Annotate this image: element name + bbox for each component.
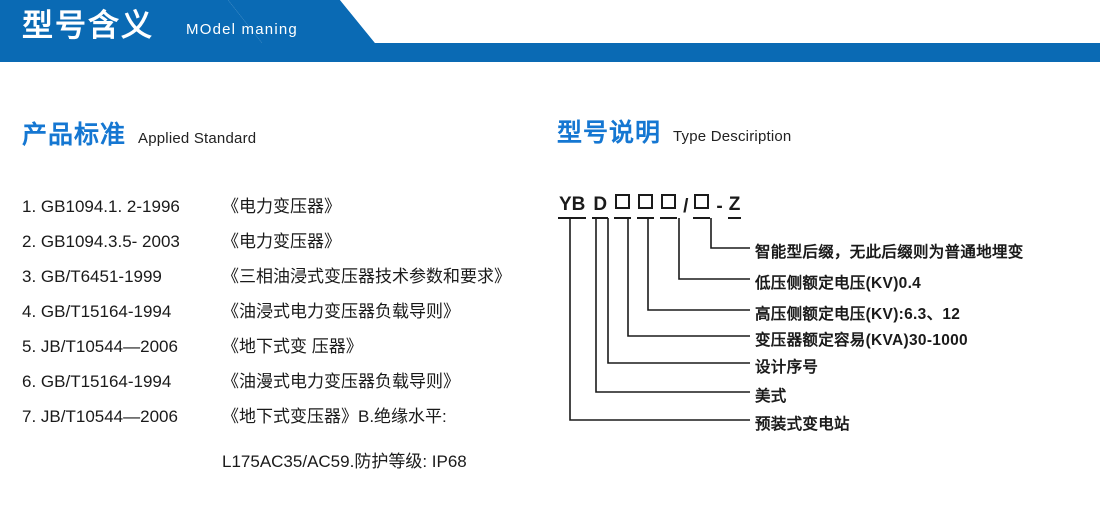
leader-line-yb [569,218,750,421]
section-heading-cn: 型号说明 [557,119,662,147]
standard-code: 1. GB1094.1. 2-1996 [22,197,180,216]
standard-title: 《三相油浸式变压器技术参数和要求》 [222,267,511,286]
leader-line-d [595,218,750,393]
standard-title: 《油漫式电力变压器负载导则》 [222,372,460,391]
section-heading-type-description: 型号说明 Type Desciription [557,113,791,149]
section-heading-en: Applied Standard [138,130,257,147]
code-segment-square-1 [614,194,632,219]
model-label-square-2: 变压器额定容易(KVA)30-1000 [755,332,968,349]
banner-title-en: MOdel maning [186,21,298,38]
leader-line-square-4 [678,218,750,280]
model-label-square-1: 设计序号 [755,359,819,376]
standards-list: 1. GB1094.1. 2-1996 《电力变压器》 2. GB1094.3.… [22,192,542,437]
standards-list-item: 3. GB/T6451-1999 《三相油浸式变压器技术参数和要求》 [22,262,542,297]
code-segment-d: D [592,195,609,219]
leader-line-square-2 [627,218,750,337]
code-separator-slash: / [683,196,689,217]
standards-list-item: 6. GB/T15164-1994 《油漫式电力变压器负载导则》 [22,367,542,402]
code-segment-square-4 [693,194,711,219]
code-segment-square-3 [660,194,678,219]
standards-list-item: 5. JB/T10544—2006 《地下式变 压器》 [22,332,542,367]
standard-title: 《地下式变 压器》 [222,337,363,356]
code-separator-dash: - [716,196,723,217]
standards-list-item: 2. GB1094.3.5- 2003 《电力变压器》 [22,227,542,262]
model-label-z: 智能型后缀，无此后缀则为普通地埋变 [755,244,1024,261]
model-code-string: YB D / - Z [558,194,747,219]
standard-title: 《油浸式电力变压器负载导则》 [222,302,460,321]
code-segment-z: Z [727,195,742,219]
leader-line-square-1 [607,218,750,364]
standard-code: 4. GB/T15164-1994 [22,302,172,321]
model-label-square-3: 高压侧额定电压(KV):6.3、12 [755,306,961,323]
section-heading-en: Type Desciription [673,128,792,145]
code-segment-yb: YB [558,195,587,219]
standards-list-item: 1. GB1094.1. 2-1996 《电力变压器》 [22,192,542,227]
standard-title: 《电力变压器》 [222,232,341,251]
standards-list-item: 4. GB/T15164-1994 《油浸式电力变压器负载导则》 [22,297,542,332]
section-heading-applied-standard: 产品标准 Applied Standard [22,115,256,151]
standards-continuation-line: L175AC35/AC59.防护等级: IP68 [222,452,467,471]
standard-code: 5. JB/T10544—2006 [22,337,178,356]
standard-title: 《电力变压器》 [222,197,341,216]
section-heading-cn: 产品标准 [22,121,127,149]
model-label-square-4: 低压侧额定电压(KV)0.4 [755,275,922,292]
banner-background-shape [0,0,1100,62]
leader-line-square-3 [647,218,750,311]
page-header-banner: 型号含义 MOdel maning [0,0,1100,62]
standard-code: 2. GB1094.3.5- 2003 [22,232,180,251]
standard-title: 《地下式变压器》B.绝缘水平: [222,407,447,426]
leader-line-z [710,218,750,249]
standard-code: 3. GB/T6451-1999 [22,267,162,286]
standard-code: 7. JB/T10544—2006 [22,407,178,426]
standards-list-item: 7. JB/T10544—2006 《地下式变压器》B.绝缘水平: [22,402,542,437]
placeholder-square-icon [615,194,631,209]
placeholder-square-icon [638,194,654,209]
placeholder-square-icon [661,194,677,209]
code-segment-square-2 [637,194,655,219]
banner-title-cn: 型号含义 [22,8,154,43]
model-label-d: 美式 [755,388,787,405]
standard-code: 6. GB/T15164-1994 [22,372,172,391]
placeholder-square-icon [694,194,710,209]
model-label-yb: 预装式变电站 [755,416,850,433]
